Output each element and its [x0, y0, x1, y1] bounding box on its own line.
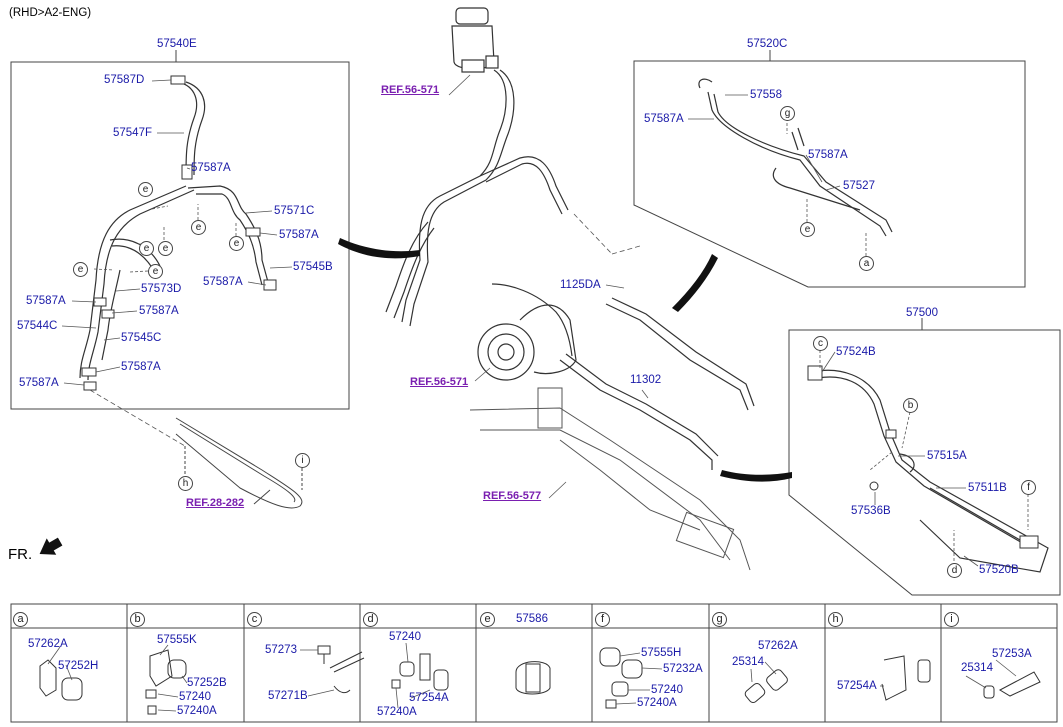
legend-part[interactable]: 57555H [641, 647, 682, 659]
legend-part[interactable]: 57273 [265, 644, 297, 656]
group-title-57520C[interactable]: 57520C [747, 38, 788, 50]
part-label[interactable]: 57527 [843, 180, 875, 192]
part-label[interactable]: 57511B [968, 482, 1007, 494]
left-hose-assembly [79, 81, 269, 381]
marker-h[interactable]: h [178, 476, 193, 491]
part-label[interactable]: 57547F [113, 127, 153, 139]
part-label[interactable]: 57520B [979, 564, 1019, 576]
legend-part[interactable]: 57253A [992, 648, 1032, 660]
legend-part[interactable]: 57240A [637, 697, 677, 709]
part-label[interactable]: 57587A [19, 377, 59, 389]
part-label[interactable]: 57524B [836, 346, 876, 358]
marker-c[interactable]: c [813, 336, 828, 351]
part-label[interactable]: 57587D [104, 74, 145, 86]
legend-part[interactable]: 57240 [389, 631, 421, 643]
legend-part[interactable]: 57254A [837, 680, 877, 692]
group-title-57540E[interactable]: 57540E [157, 38, 197, 50]
marker-e[interactable]: e [800, 222, 815, 237]
pump [477, 283, 577, 381]
marker-e[interactable]: e [73, 262, 88, 277]
part-label[interactable]: 11302 [630, 374, 662, 386]
group-title-57500[interactable]: 57500 [906, 307, 938, 319]
steering-gear [469, 387, 751, 571]
part-label[interactable]: 1125DA [560, 279, 601, 291]
part-label[interactable]: 57587A [121, 361, 161, 373]
marker-e[interactable]: e [158, 241, 173, 256]
variant-code: (RHD>A2-ENG) [9, 7, 92, 19]
marker-e[interactable]: e [229, 236, 244, 251]
ref-link-28-282[interactable]: REF.28-282 [186, 497, 245, 509]
legend-part[interactable]: 25314 [732, 656, 764, 668]
part-label[interactable]: 57515A [927, 450, 967, 462]
front-arrow-icon [39, 537, 63, 555]
legend-part[interactable]: 57240 [179, 691, 211, 703]
part-label[interactable]: 57587A [279, 229, 319, 241]
part-label[interactable]: 57558 [750, 89, 782, 101]
legend-letter-b: b [130, 612, 145, 627]
legend-part[interactable]: 57252B [187, 677, 227, 689]
legend-letter-a: a [13, 612, 28, 627]
marker-i[interactable]: i [295, 453, 310, 468]
legend-part[interactable]: 57555K [157, 634, 197, 646]
legend-letter-c: c [247, 612, 262, 627]
marker-e[interactable]: e [138, 182, 153, 197]
part-label[interactable]: 57587A [139, 305, 179, 317]
part-label[interactable]: 57545B [293, 261, 333, 273]
group-frame-57520C [633, 60, 1026, 288]
marker-e[interactable]: e [139, 241, 154, 256]
part-label[interactable]: 57587A [26, 295, 66, 307]
legend-letter-h: h [828, 612, 843, 627]
marker-g[interactable]: g [780, 106, 795, 121]
part-label[interactable]: 57571C [274, 205, 315, 217]
part-label[interactable]: 57587A [644, 113, 684, 125]
group-frame-57540E [10, 61, 350, 410]
legend-letter-i: i [944, 612, 959, 627]
ref-link-56-571-pump[interactable]: REF.56-571 [410, 376, 469, 388]
front-orientation-label: FR. [8, 546, 33, 563]
ref-link-56-577[interactable]: REF.56-577 [483, 490, 542, 502]
legend-part[interactable]: 57240A [377, 706, 417, 718]
part-label[interactable]: 57573D [141, 283, 182, 295]
legend-part[interactable]: 57254A [409, 692, 449, 704]
legend-letter-f: f [595, 612, 610, 627]
legend-letter-d: d [363, 612, 378, 627]
marker-d[interactable]: d [947, 563, 962, 578]
marker-e[interactable]: e [148, 264, 163, 279]
ref-link-56-571-top[interactable]: REF.56-571 [381, 84, 440, 96]
legend-part[interactable]: 57240A [177, 705, 217, 717]
part-label[interactable]: 57587A [191, 162, 231, 174]
clamp-57586-icon [515, 661, 551, 695]
legend-frame [10, 603, 1058, 723]
legend-part[interactable]: 57262A [28, 638, 68, 650]
legend-part[interactable]: 57232A [663, 663, 703, 675]
legend-part[interactable]: 57240 [651, 684, 683, 696]
group-frame-57500 [788, 329, 1061, 596]
reservoir [451, 7, 499, 73]
part-label[interactable]: 57545C [121, 332, 162, 344]
marker-a[interactable]: a [859, 256, 874, 271]
marker-f[interactable]: f [1021, 480, 1036, 495]
legend-part[interactable]: 57262A [758, 640, 798, 652]
legend-letter-e: e [480, 612, 495, 627]
legend-letter-g: g [712, 612, 727, 627]
marker-b[interactable]: b [903, 398, 918, 413]
part-label[interactable]: 57587A [203, 276, 243, 288]
legend-part[interactable]: 25314 [961, 662, 993, 674]
part-label[interactable]: 57536B [851, 505, 891, 517]
legend-part[interactable]: 57252H [58, 660, 99, 672]
part-label[interactable]: 57544C [17, 320, 58, 332]
part-label[interactable]: 57587A [808, 149, 848, 161]
legend-part[interactable]: 57271B [268, 690, 308, 702]
marker-e[interactable]: e [191, 220, 206, 235]
legend-part[interactable]: 57586 [516, 613, 548, 625]
